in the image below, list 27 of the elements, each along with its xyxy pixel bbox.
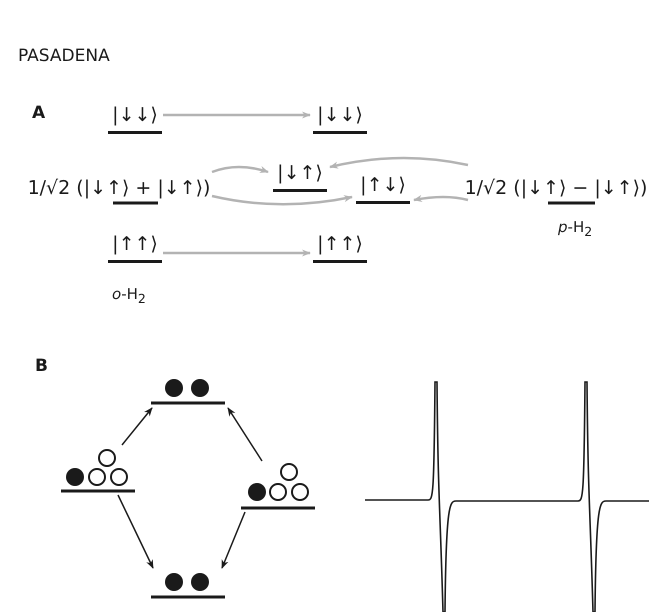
energy-level: |↓↓⟩	[313, 96, 367, 134]
diagram-title: PASADENA	[18, 46, 110, 66]
energy-level	[240, 462, 316, 510]
energy-level: |↑↓⟩	[356, 166, 410, 204]
state-label: p-H$_{2}$	[558, 218, 592, 239]
arrow	[163, 249, 311, 257]
arrow	[329, 156, 468, 169]
state-expression: 1/√2 (|↓↑⟩ − |↓↑⟩)	[464, 162, 648, 204]
panel-letter: A	[32, 103, 46, 123]
energy-level: |↑↑⟩	[108, 225, 162, 263]
energy-level	[150, 570, 226, 599]
energy-level: |↓↑⟩	[273, 154, 327, 192]
arrow	[117, 494, 154, 569]
panel-letter: B	[35, 356, 48, 376]
arrow	[221, 512, 246, 569]
energy-level	[150, 376, 226, 405]
arrow	[227, 407, 263, 462]
energy-level: |↓↓⟩	[108, 96, 162, 134]
arrow	[163, 111, 311, 119]
arrow	[413, 195, 468, 202]
arrow	[212, 166, 269, 174]
arrow	[121, 407, 153, 446]
energy-level	[60, 446, 136, 493]
state-label: o-H$_{2}$	[112, 285, 146, 306]
energy-level: |↑↑⟩	[313, 225, 367, 263]
state-expression: 1/√2 (|↓↑⟩ + |↓↑⟩)	[26, 162, 212, 204]
arrow	[212, 194, 353, 206]
